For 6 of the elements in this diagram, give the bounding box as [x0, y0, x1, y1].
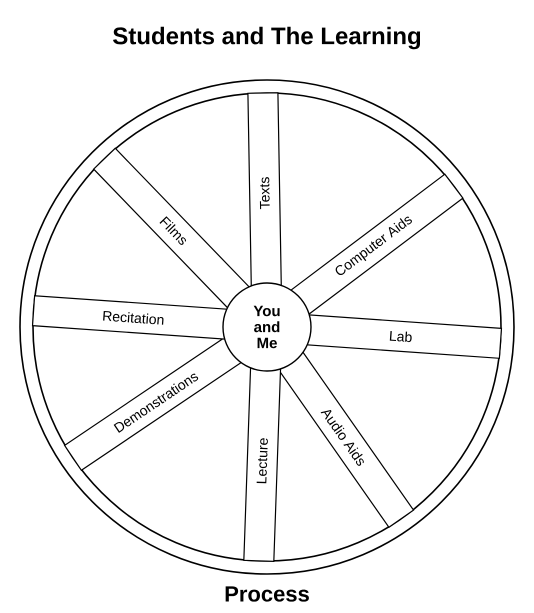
spoke-box: Lecture — [243, 360, 282, 562]
spoke-box: Texts — [247, 92, 282, 294]
spoke-box: Recitation — [32, 295, 235, 340]
spoke-box: Lab — [299, 314, 502, 359]
title: Students and The Learning — [113, 26, 420, 50]
label: Process — [226, 586, 309, 602]
